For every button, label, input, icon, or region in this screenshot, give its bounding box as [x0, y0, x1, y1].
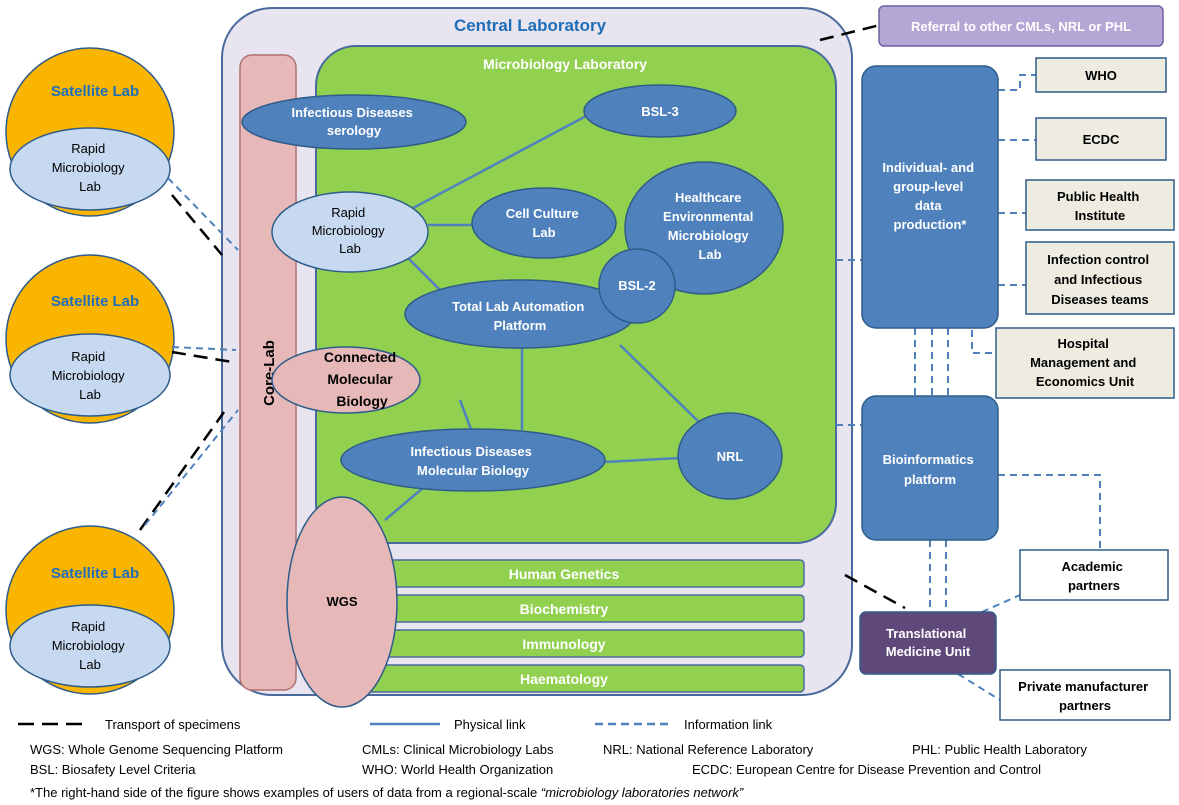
satellite-lab-1: Satellite Lab Rapid Microbiology Lab [5, 47, 175, 217]
public-health-institute-box [1025, 179, 1175, 231]
infection-control-label: Infection control and Infectious Disease… [1047, 252, 1152, 307]
node-bsl2-label: BSL-2 [618, 278, 656, 293]
info-sat2-central [171, 346, 237, 351]
bar-human-genetics-label: Human Genetics [509, 566, 620, 582]
node-bsl3 [583, 84, 737, 138]
node-nrl-label: NRL [717, 449, 744, 464]
legend-transport-label: Transport of specimens [105, 717, 241, 732]
info-bio-academic [998, 474, 1101, 550]
satellite-lab-3-rapid-label: Rapid Microbiology Lab [52, 619, 129, 672]
private-partners-box [999, 669, 1171, 721]
transport-central-translational [844, 573, 906, 610]
node-nrl [677, 412, 783, 500]
abbreviations: WGS: Whole Genome Sequencing Platform CM… [30, 742, 1087, 777]
transport-sat1-central [171, 194, 223, 256]
legend-information-label: Information link [684, 717, 773, 732]
info-dp-hospital [971, 318, 996, 354]
bioinformatics-label: Bioinformatics platform [883, 452, 978, 487]
hospital-management-box [995, 327, 1175, 399]
abbr-wgs: WGS: Whole Genome Sequencing Platform [30, 742, 283, 757]
node-wgs-label: WGS [326, 594, 357, 609]
abbr-cml: CMLs: Clinical Microbiology Labs [362, 742, 554, 757]
info-sat3-central [144, 409, 239, 526]
academic-partners-label: Academic partners [1061, 559, 1126, 593]
link-idmb-nrl [604, 456, 681, 464]
satellite-lab-3-title: Satellite Lab [51, 565, 139, 582]
link-cmb-idmb [458, 399, 474, 433]
node-rapid-microbiology-label: Rapid Microbiology Lab [312, 205, 389, 256]
info-tmu-private [957, 673, 1001, 701]
satellite-lab-1-rapid [9, 127, 171, 211]
public-health-institute-label: Public Health Institute [1057, 189, 1143, 223]
core-lab-label: Core-Lab [261, 340, 278, 406]
microbiology-laboratory-title: Microbiology Laboratory [483, 56, 647, 72]
node-total-lab-automation-label: Total Lab Automation Platform [452, 299, 588, 333]
transport-sat2-central [171, 350, 233, 364]
satellite-lab-2-title: Satellite Lab [51, 293, 139, 310]
node-id-serology-label: Infectious Diseases serology [291, 105, 416, 138]
node-connected-molecular-biology [271, 346, 421, 414]
link-rapid-tla [404, 254, 441, 291]
transport-sat3-central [138, 411, 226, 531]
link-tla-nrl [619, 344, 703, 426]
satellite-lab-3-rapid [9, 604, 171, 688]
private-partners-label: Private manufacturer partners [1018, 679, 1152, 713]
who-box [1035, 57, 1167, 93]
node-cell-culture-label: Cell Culture Lab [506, 206, 583, 240]
academic-partners-box [1019, 549, 1169, 601]
abbr-who: WHO: World Health Organization [362, 762, 553, 777]
data-production-label: Individual- and group-level data product… [882, 160, 977, 232]
node-wgs [286, 496, 398, 708]
node-bsl3-label: BSL-3 [641, 104, 679, 119]
central-laboratory-title: Central Laboratory [454, 16, 607, 35]
bar-immunology-label: Immunology [522, 636, 605, 652]
node-rapid-microbiology [271, 191, 429, 273]
satellite-lab-1-rapid-label: Rapid Microbiology Lab [52, 141, 129, 194]
satellite-lab-3: Satellite Lab Rapid Microbiology Lab [5, 525, 175, 695]
abbr-ecdc: ECDC: European Centre for Disease Preven… [692, 762, 1041, 777]
lab-bars: Human Genetics Biochemistry Immunology H… [331, 559, 805, 693]
referral-label: Referral to other CMLs, NRL or PHL [911, 19, 1131, 34]
node-bsl2 [598, 248, 676, 324]
satellite-lab-1-title: Satellite Lab [51, 83, 139, 100]
satellite-lab-2-rapid-label: Rapid Microbiology Lab [52, 349, 129, 402]
abbr-bsl: BSL: Biosafety Level Criteria [30, 762, 196, 777]
node-id-serology [241, 94, 467, 150]
satellite-lab-2: Satellite Lab Rapid Microbiology Lab [5, 254, 175, 424]
translational-medicine-label: Translational Medicine Unit [886, 626, 971, 659]
ecdc-label: ECDC [1083, 132, 1120, 147]
hospital-management-label: Hospital Management and Economics Unit [1030, 336, 1140, 389]
satellite-lab-2-rapid [9, 333, 171, 417]
physical-links [384, 113, 703, 521]
bar-biochemistry-label: Biochemistry [520, 601, 609, 617]
who-label: WHO [1085, 68, 1117, 83]
footnote: *The right-hand side of the figure shows… [30, 785, 744, 800]
referral-box [878, 5, 1164, 47]
link-rapid-bsl3 [399, 113, 589, 217]
ecdc-box [1035, 117, 1167, 161]
info-tmu-academic [981, 594, 1021, 613]
info-sat1-central [167, 177, 239, 251]
node-id-molecular-biology-label: Infectious Diseases Molecular Biology [410, 444, 535, 478]
data-production-box [861, 65, 999, 329]
transport-central-referral [819, 23, 881, 42]
bar-haematology-label: Haematology [520, 671, 608, 687]
infection-control-box [1025, 241, 1175, 315]
node-healthcare-environmental-label: Healthcare Environmental Microbiology La… [663, 190, 757, 262]
legend: Transport of specimens Physical link Inf… [18, 717, 773, 732]
right-information-links [836, 74, 1101, 701]
bioinformatics-box [861, 395, 999, 541]
translational-medicine-box [859, 611, 997, 675]
abbr-phl: PHL: Public Health Laboratory [912, 742, 1087, 757]
satellite-information-links [144, 177, 239, 526]
transport-links [138, 23, 906, 610]
info-dp-who [998, 74, 1036, 91]
node-connected-molecular-biology-label: Connected Molecular Biology [324, 349, 400, 409]
legend-physical-label: Physical link [454, 717, 526, 732]
abbr-nrl: NRL: National Reference Laboratory [603, 742, 814, 757]
node-cell-culture [471, 187, 617, 259]
node-id-molecular-biology [340, 428, 606, 492]
